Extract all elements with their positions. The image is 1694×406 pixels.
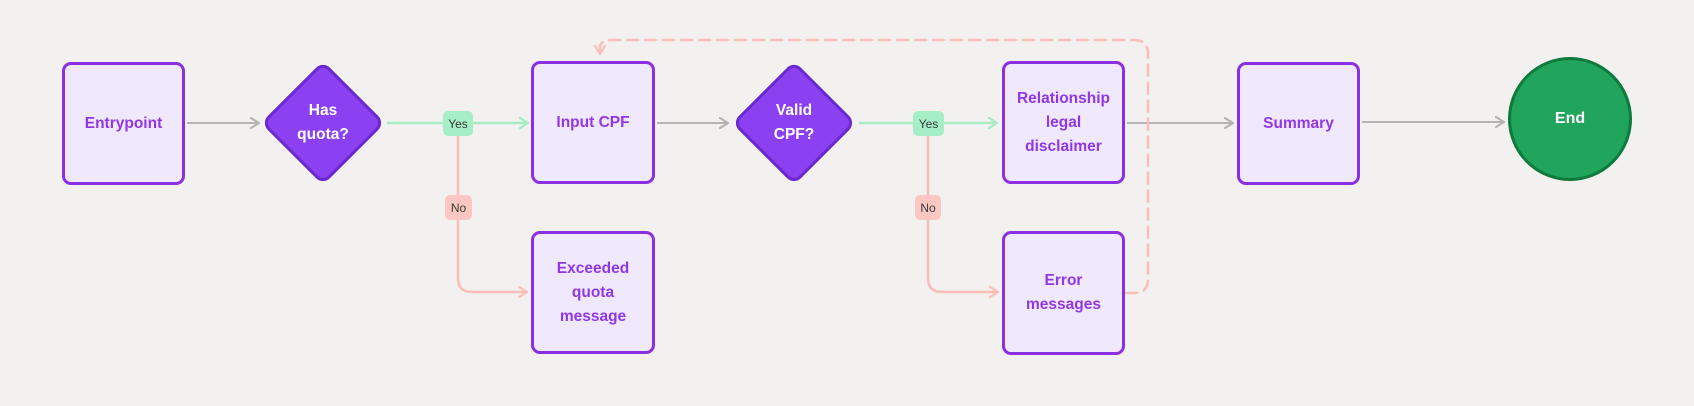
node-relationship-legal-disclaimer-label: Relationship legal disclaimer xyxy=(1016,89,1110,155)
edge-label-valid-cpf-yes[interactable]: Yes xyxy=(913,111,944,136)
edge-label-has-quota-yes[interactable]: Yes xyxy=(443,111,473,136)
node-valid-cpf-label: Valid CPF? xyxy=(773,102,815,143)
node-exceeded-quota-message[interactable]: Exceeded quota message xyxy=(531,231,655,354)
node-summary[interactable]: Summary xyxy=(1237,62,1360,185)
edge-label-valid-cpf-no[interactable]: No xyxy=(915,195,941,220)
node-exceeded-quota-message-label: Exceeded quota message xyxy=(556,259,630,325)
node-entrypoint-label: Entrypoint xyxy=(84,114,163,132)
node-entrypoint[interactable]: Entrypoint xyxy=(62,62,185,185)
node-valid-cpf[interactable]: Valid CPF? xyxy=(731,60,857,186)
node-end-label: End xyxy=(1554,110,1586,127)
edge-label-has-quota-no[interactable]: No xyxy=(445,195,472,220)
node-input-cpf-label: Input CPF xyxy=(556,113,630,131)
node-has-quota[interactable]: Has quota? xyxy=(260,60,386,186)
node-summary-label: Summary xyxy=(1263,114,1334,132)
edge-label-text: Yes xyxy=(918,116,939,131)
node-relationship-legal-disclaimer[interactable]: Relationship legal disclaimer xyxy=(1002,61,1125,184)
edge-label-text: No xyxy=(920,200,936,215)
edge-has-quota-no-to-exceeded-quota[interactable] xyxy=(456,136,529,299)
edge-label-text: Yes xyxy=(448,116,468,131)
node-error-messages[interactable]: Error messages xyxy=(1002,231,1125,355)
edge-error-messages-to-input-cpf[interactable] xyxy=(593,38,1150,295)
edge-label-text: No xyxy=(450,200,467,215)
edge-valid-cpf-no-to-error-messages[interactable] xyxy=(926,136,1000,299)
node-has-quota-label: Has quota? xyxy=(297,102,349,143)
node-input-cpf[interactable]: Input CPF xyxy=(531,61,655,184)
node-error-messages-label: Error messages xyxy=(1026,272,1101,313)
node-end[interactable]: End xyxy=(1508,57,1632,181)
